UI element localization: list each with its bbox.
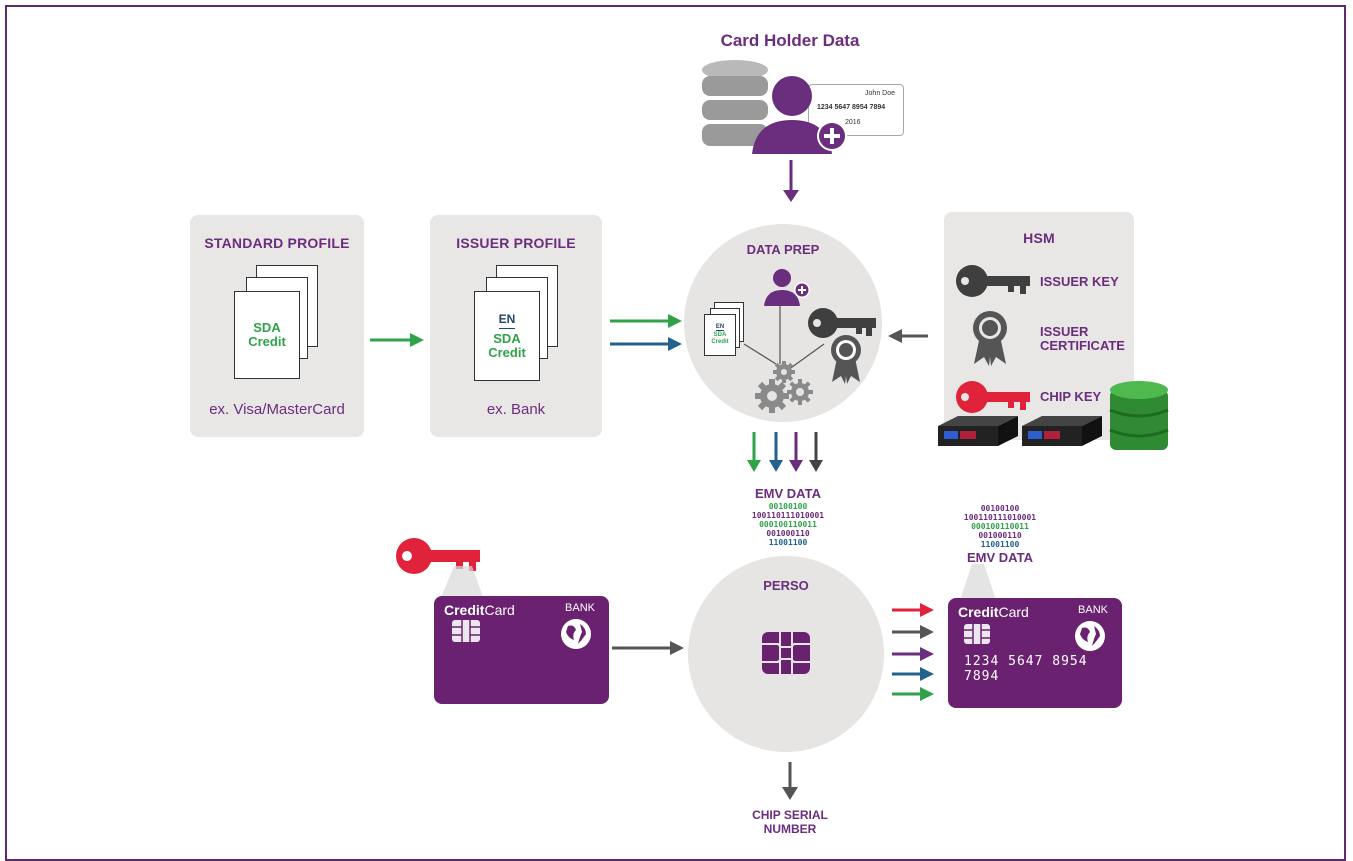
holder-card-name: John Doe [865, 90, 895, 97]
issuer-key-label: ISSUER KEY [1040, 274, 1119, 289]
emv-binary-line: 000100110011 [971, 522, 1029, 531]
chip-key-label: CHIP KEY [1040, 389, 1102, 404]
standard-profile-panel: STANDARD PROFILE SDA Credit ex. Visa/Mas… [190, 215, 364, 437]
card-bank-label: BANK [1078, 604, 1108, 616]
key-icon [956, 265, 1030, 297]
chip-serial-number-line1: CHIP SERIAL [752, 808, 828, 822]
issuer-profile-document: EN SDA Credit [474, 291, 540, 381]
issuer-certificate-label-1: ISSUER [1040, 324, 1089, 339]
emv-binary-line: 000100110011 [759, 520, 817, 529]
en-label: EN [715, 324, 725, 331]
card-brand-bold: Credit [958, 604, 999, 620]
chip-icon [452, 620, 480, 642]
arrow-perso-down [782, 762, 798, 800]
card-brand: CreditCard [958, 604, 1029, 620]
emv-binary-line: 100110111010001 [963, 513, 1037, 522]
data-prep-connectors [743, 304, 825, 371]
emv-binary-block: 00100100 100110111010001 000100110011 00… [728, 502, 848, 547]
arrows-perso-to-card [892, 603, 934, 701]
gear-icon [755, 361, 813, 413]
person-add-icon [764, 269, 810, 306]
arrows-issuer-to-dataprep [610, 314, 682, 351]
holder-card-exp: 2016 [845, 119, 861, 126]
red-key-icon [396, 538, 480, 574]
card-brand: CreditCard [444, 602, 515, 618]
key-glow [440, 566, 484, 600]
emv-binary-line: 11001100 [768, 538, 808, 547]
emv-binary-block: 00100100 100110111010001 000100110011 00… [940, 504, 1060, 549]
arrow-card-to-perso [612, 641, 684, 655]
credit-label: Credit [488, 345, 526, 360]
holder-card-number: 1234 5647 8954 7894 [817, 104, 886, 111]
standard-profile-title: STANDARD PROFILE [204, 235, 350, 251]
emv-binary-line: 001000110 [766, 529, 810, 538]
credit-label: Credit [248, 334, 286, 349]
emv-data-title: EMV DATA [967, 550, 1033, 565]
globe-icon [561, 619, 591, 649]
emv-glow [960, 564, 996, 600]
chip-key-icon [956, 381, 1030, 413]
standard-profile-caption: ex. Visa/MasterCard [209, 401, 345, 418]
data-prep-document: EN SDA Credit [704, 314, 736, 356]
emv-binary-line: 00100100 [768, 502, 808, 511]
data-prep-title: DATA PREP [746, 242, 820, 257]
arrows-dataprep-to-emv [747, 432, 823, 472]
standard-profile-document: SDA Credit [234, 291, 300, 379]
certificate-icon [831, 335, 861, 384]
card-number: 1234 5647 8954 7894 [964, 654, 1088, 684]
arrow-down-cardholder [783, 160, 799, 202]
chip-icon [762, 632, 810, 674]
chip-icon [964, 624, 990, 644]
blank-credit-card: CreditCard BANK [434, 596, 609, 704]
emv-binary-line: 001000110 [978, 531, 1022, 540]
green-database-icon [1109, 381, 1169, 450]
card-holder-title: Card Holder Data [720, 31, 860, 50]
globe-icon [1075, 621, 1105, 651]
chip-serial-number-line2: NUMBER [763, 822, 817, 836]
person-add-icon [752, 76, 847, 154]
card-brand-rest: Card [998, 604, 1029, 620]
issuer-profile-title: ISSUER PROFILE [456, 235, 576, 251]
emv-binary-line: 00100100 [980, 504, 1020, 513]
issuer-certificate-label-2: CERTIFICATE [1040, 338, 1125, 353]
credit-label: Credit [711, 339, 729, 345]
en-label: EN [498, 312, 516, 329]
personalized-credit-card: CreditCard BANK 1234 5647 8954 7894 [948, 598, 1122, 708]
issuer-profile-panel: ISSUER PROFILE EN SDA Credit ex. Bank [430, 215, 602, 437]
emv-data-title: EMV DATA [755, 486, 821, 501]
card-brand-bold: Credit [444, 602, 485, 618]
sda-label: SDA [713, 332, 727, 338]
hsm-device-icon [938, 416, 1018, 446]
card-bank-label: BANK [565, 602, 595, 614]
emv-binary-line: 100110111010001 [751, 511, 825, 520]
card-brand-rest: Card [484, 602, 515, 618]
arrow-hsm-to-dataprep [888, 329, 928, 343]
key-icon [808, 308, 876, 338]
hsm-device-icon [1022, 416, 1102, 446]
database-icon [702, 60, 768, 146]
hsm-title: HSM [1023, 230, 1055, 246]
arrow-standard-to-issuer [370, 333, 424, 347]
sda-label: SDA [253, 320, 281, 335]
perso-title: PERSO [763, 578, 809, 593]
emv-binary-line: 11001100 [980, 540, 1020, 549]
certificate-icon [973, 311, 1007, 366]
sda-label: SDA [493, 331, 521, 346]
issuer-profile-caption: ex. Bank [486, 401, 546, 418]
